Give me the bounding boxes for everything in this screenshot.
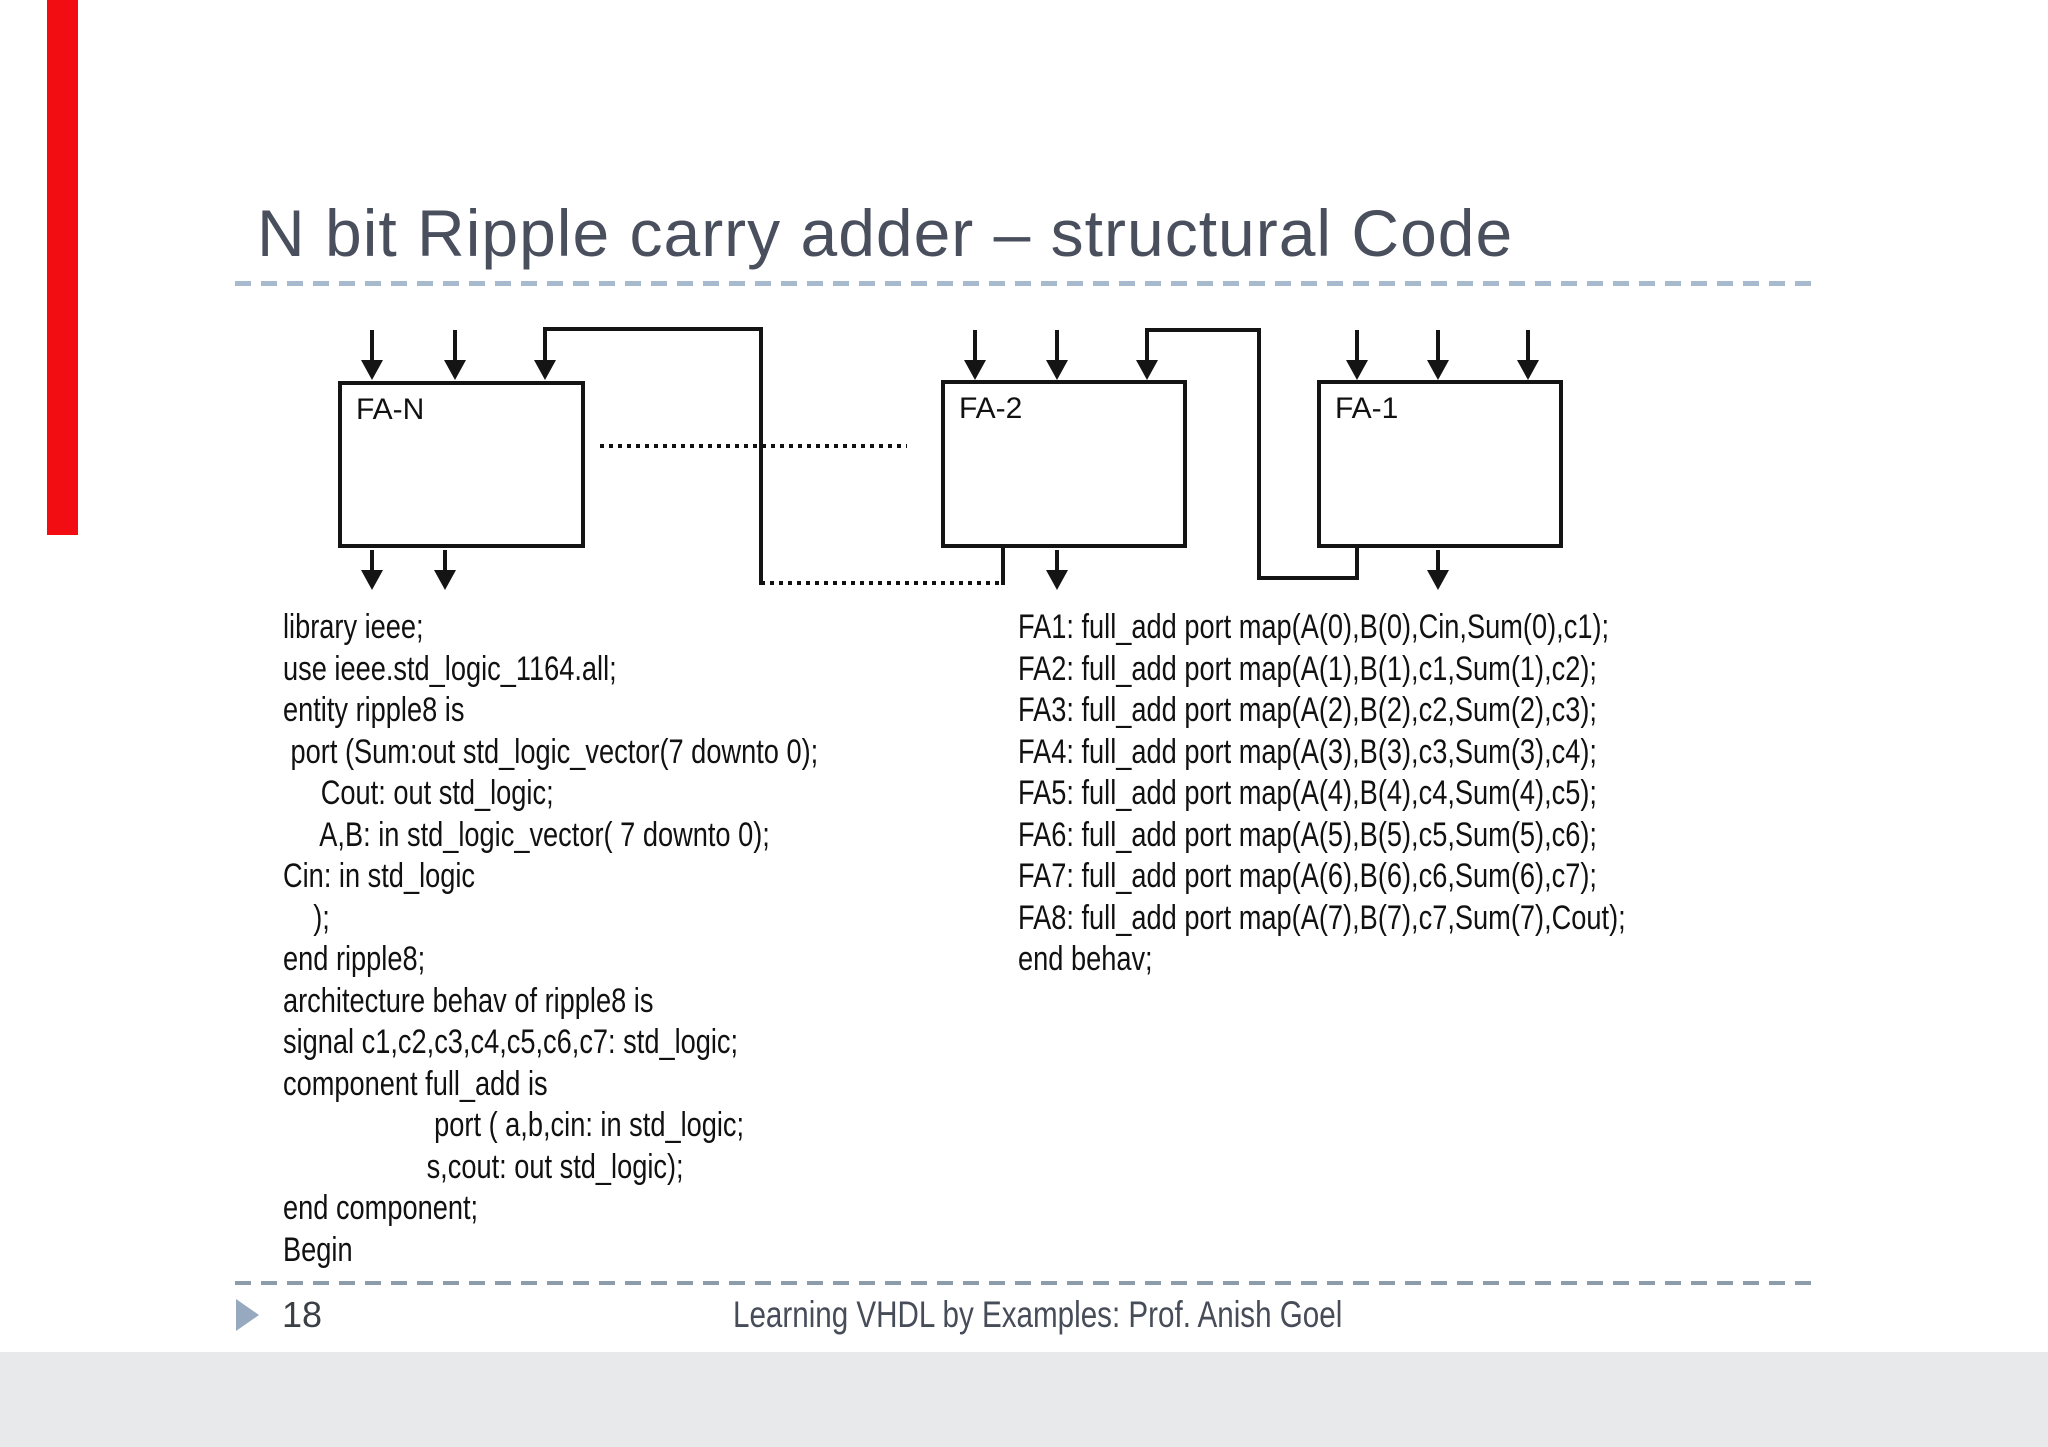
code-line: Cin: in std_logic [283,857,476,895]
carry-line [1257,576,1359,580]
page-marker-triangle-icon [236,1299,259,1331]
code-line: FA7: full_add port map(A(6),B(6),c6,Sum(… [1018,857,1597,895]
code-line: FA6: full_add port map(A(5),B(5),c5,Sum(… [1018,815,1597,854]
sum-output-arrow-icon [443,550,447,572]
code-line: architecture behav of ripple8 is [283,981,654,1020]
carry-line [1257,328,1261,580]
code-line: ); [283,898,330,937]
code-line: signal c1,c2,c3,c4,c5,c6,c7: std_logic; [283,1023,739,1061]
sum-output-arrowhead-icon [361,570,383,590]
input-arrow-icon [1436,330,1440,362]
input-arrow-icon [1355,330,1359,362]
input-arrowhead-icon [444,360,466,380]
input-arrowhead-icon [1517,360,1539,380]
input-arrowhead-icon [1046,360,1068,380]
sum-output-arrow-icon [370,550,374,572]
code-line: s,cout: out std_logic); [283,1147,684,1186]
code-line: entity ripple8 is [283,691,465,729]
footer-text: Learning VHDL by Examples: Prof. Anish G… [733,1294,1343,1335]
sum-output-arrow-icon [1436,550,1440,572]
input-arrow-icon [1055,330,1059,362]
code-line: FA8: full_add port map(A(7),B(7),c7,Sum(… [1018,898,1626,937]
carry-out-stub [1355,548,1359,580]
full-adder-box-fa-n: FA-N [338,381,585,548]
dotted-continuation-line [600,444,907,448]
code-line: FA4: full_add port map(A(3),B(3),c3,Sum(… [1018,732,1597,771]
dotted-carry-continuation-line [761,581,1005,585]
sum-output-arrowhead-icon [1427,570,1449,590]
red-edge-marker-bar [47,0,78,535]
input-arrowhead-icon [964,360,986,380]
code-line: port (Sum:out std_logic_vector(7 downto … [283,732,819,771]
code-line: FA5: full_add port map(A(4),B(4),c4,Sum(… [1018,774,1597,812]
vhdl-entity-code-block: library ieee;use ieee.std_logic_1164.all… [283,607,818,1271]
sum-output-arrow-icon [1055,550,1059,572]
full-adder-box-fa-2: FA-2 [941,380,1187,548]
sum-output-arrowhead-icon [1046,570,1068,590]
code-line: Begin [283,1230,353,1269]
code-line: end behav; [1018,940,1153,978]
page-title: N bit Ripple carry adder – structural Co… [257,196,1514,270]
vhdl-portmap-code-block: FA1: full_add port map(A(0),B(0),Cin,Sum… [1018,607,1626,981]
code-line: port ( a,b,cin: in std_logic; [283,1106,745,1144]
carry-line [759,327,763,585]
code-line: Cout: out std_logic; [283,774,554,812]
code-line: FA3: full_add port map(A(2),B(2),c2,Sum(… [1018,691,1597,729]
input-arrowhead-icon [361,360,383,380]
carry-line [1145,328,1261,332]
code-line: component full_add is [283,1064,548,1103]
input-arrow-icon [370,330,374,362]
input-arrow-icon [973,330,977,362]
input-arrowhead-icon [1427,360,1449,380]
carry-out-stub [1001,548,1005,585]
carry-in-arrowhead-icon [1136,360,1158,380]
code-line: end component; [283,1189,479,1227]
input-arrow-icon [453,330,457,362]
carry-in-arrow-icon [1145,332,1149,362]
sum-output-arrowhead-icon [434,570,456,590]
footer-divider-dashed-line [235,1281,1813,1285]
code-line: end ripple8; [283,940,426,978]
input-arrowhead-icon [1346,360,1368,380]
carry-in-arrowhead-icon [534,360,556,380]
bottom-gray-band [0,1352,2048,1447]
title-divider-dashed-line [235,281,1813,286]
code-line: use ieee.std_logic_1164.all; [283,649,617,688]
page-number: 18 [282,1294,323,1335]
input-arrow-icon [1526,330,1530,362]
code-line: FA2: full_add port map(A(1),B(1),c1,Sum(… [1018,649,1597,688]
carry-in-arrow-icon [543,331,547,362]
box-label: FA-1 [1335,392,1399,425]
box-label: FA-2 [959,392,1023,425]
box-label: FA-N [356,393,425,426]
carry-line [543,327,763,331]
full-adder-box-fa-1: FA-1 [1317,380,1563,548]
code-line: library ieee; [283,608,424,646]
code-line: FA1: full_add port map(A(0),B(0),Cin,Sum… [1018,608,1610,646]
code-line: A,B: in std_logic_vector( 7 downto 0); [283,815,770,854]
